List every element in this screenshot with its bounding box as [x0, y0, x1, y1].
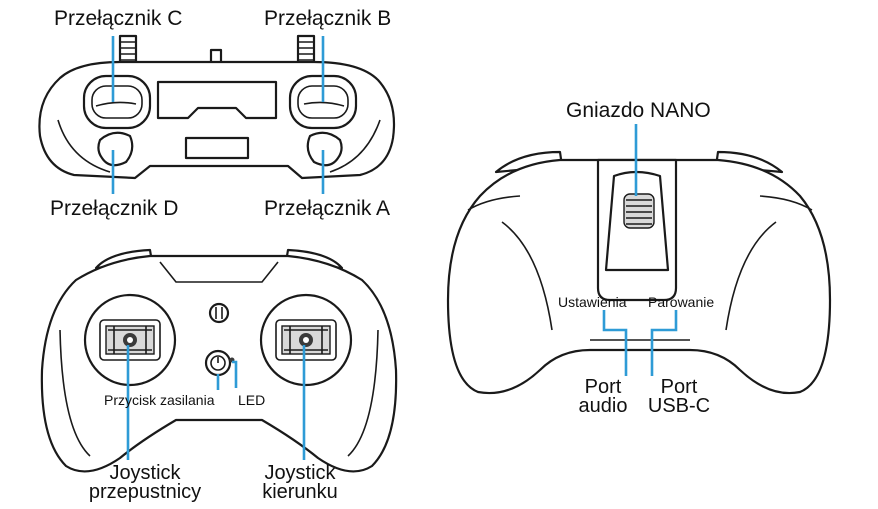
front-view-controller — [40, 248, 398, 473]
led-label: LED — [238, 392, 266, 408]
throttle-joystick-label: Joystick przepustnicy — [88, 462, 202, 503]
switch-a-label: Przełącznik A — [264, 197, 391, 220]
usbc-port-label: Port USB-C — [647, 376, 711, 417]
top-view-controller — [38, 34, 396, 194]
power-icon — [210, 355, 226, 371]
nano-socket-label: Gniazdo NANO — [566, 99, 711, 122]
top-center-panel — [156, 80, 278, 120]
switch-c-label: Przełącznik C — [54, 7, 183, 30]
audio-port-label: Port audio — [578, 376, 628, 417]
power-button-label: Przycisk zasilania — [104, 392, 215, 408]
back-view-controller — [446, 124, 832, 395]
switch-b-label: Przełącznik B — [264, 7, 392, 30]
front-logo — [208, 302, 230, 324]
nano-socket-grip — [623, 193, 655, 229]
switch-d-button — [97, 131, 134, 167]
switch-a-button — [306, 131, 343, 167]
pairing-label: Parowanie — [648, 294, 715, 310]
top-connector — [184, 136, 250, 160]
direction-joystick-label: Joystick kierunku — [262, 462, 338, 503]
switch-d-label: Przełącznik D — [50, 197, 179, 220]
settings-label: Ustawienia — [558, 294, 627, 310]
